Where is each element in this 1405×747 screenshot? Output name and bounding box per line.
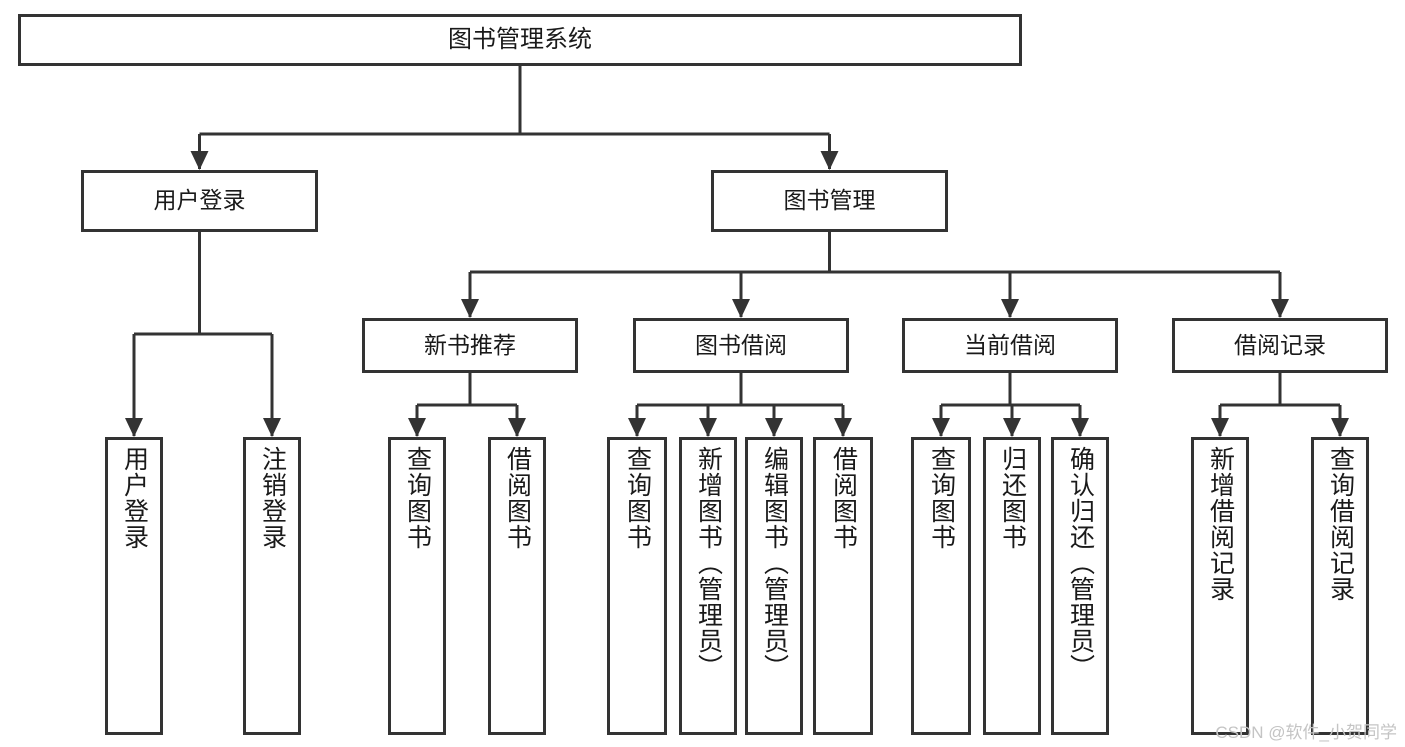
node-label: 新增图书（管理员） — [694, 446, 723, 680]
node-book-manage[interactable]: 图书管理 — [711, 170, 948, 232]
arrowhead-icon — [461, 299, 479, 318]
node-label: 新书推荐 — [424, 331, 516, 358]
node-leaf-return-book[interactable]: 归还图书 — [983, 437, 1041, 735]
node-new-book-rec[interactable]: 新书推荐 — [362, 318, 578, 373]
node-current-borrow[interactable]: 当前借阅 — [902, 318, 1118, 373]
node-label: 用户登录 — [120, 446, 149, 550]
node-label: 查询图书 — [403, 446, 432, 550]
node-leaf-borrow-book-2[interactable]: 借阅图书 — [813, 437, 873, 735]
node-leaf-confirm-return[interactable]: 确认归还（管理员） — [1051, 437, 1109, 735]
node-leaf-query-book-1[interactable]: 查询图书 — [388, 437, 446, 735]
node-label: 查询图书 — [927, 446, 956, 550]
arrowhead-icon — [834, 418, 852, 437]
node-label: 查询图书 — [623, 446, 652, 550]
arrowhead-icon — [1331, 418, 1349, 437]
arrowhead-icon — [508, 418, 526, 437]
node-label: 图书管理 — [783, 187, 876, 214]
node-leaf-edit-book[interactable]: 编辑图书（管理员） — [745, 437, 803, 735]
arrowhead-icon — [263, 418, 281, 437]
edge-group — [125, 66, 1349, 437]
node-leaf-query-book-2[interactable]: 查询图书 — [607, 437, 667, 735]
arrowhead-icon — [1211, 418, 1229, 437]
csdn-watermark: CSDN @软件_小贺同学 — [1215, 723, 1397, 742]
node-leaf-query-record[interactable]: 查询借阅记录 — [1311, 437, 1369, 735]
node-label: 图书管理系统 — [448, 25, 592, 53]
arrowhead-icon — [932, 418, 950, 437]
node-user-login[interactable]: 用户登录 — [81, 170, 318, 232]
node-label: 用户登录 — [153, 187, 246, 214]
arrowhead-icon — [1271, 299, 1289, 318]
arrowhead-icon — [408, 418, 426, 437]
node-book-borrow[interactable]: 图书借阅 — [633, 318, 849, 373]
arrowhead-icon — [732, 299, 750, 318]
node-leaf-user-logout[interactable]: 注销登录 — [243, 437, 301, 735]
node-label: 图书借阅 — [695, 331, 787, 358]
node-label: 新增借阅记录 — [1206, 446, 1235, 602]
node-borrow-record[interactable]: 借阅记录 — [1172, 318, 1388, 373]
node-label: 借阅图书 — [503, 446, 532, 550]
arrowhead-icon — [820, 151, 839, 170]
node-leaf-borrow-book-1[interactable]: 借阅图书 — [488, 437, 546, 735]
node-label: 当前借阅 — [964, 331, 1056, 358]
node-label: 确认归还（管理员） — [1066, 446, 1095, 680]
node-label: 注销登录 — [258, 446, 287, 550]
node-leaf-add-record[interactable]: 新增借阅记录 — [1191, 437, 1249, 735]
node-leaf-query-book-3[interactable]: 查询图书 — [911, 437, 971, 735]
node-label: 借阅记录 — [1234, 331, 1326, 358]
arrowhead-icon — [628, 418, 646, 437]
node-leaf-add-book[interactable]: 新增图书（管理员） — [679, 437, 737, 735]
node-label: 查询借阅记录 — [1326, 446, 1355, 602]
arrowhead-icon — [1071, 418, 1089, 437]
arrowhead-icon — [125, 418, 143, 437]
arrowhead-icon — [765, 418, 783, 437]
arrowhead-icon — [1001, 299, 1019, 318]
node-label: 编辑图书（管理员） — [760, 446, 789, 680]
node-label: 借阅图书 — [829, 446, 858, 550]
node-label: 归还图书 — [998, 446, 1027, 550]
arrowhead-icon — [190, 151, 209, 170]
arrowhead-icon — [1003, 418, 1021, 437]
arrowhead-icon — [699, 418, 717, 437]
node-root[interactable]: 图书管理系统 — [18, 14, 1022, 66]
node-leaf-user-login[interactable]: 用户登录 — [105, 437, 163, 735]
